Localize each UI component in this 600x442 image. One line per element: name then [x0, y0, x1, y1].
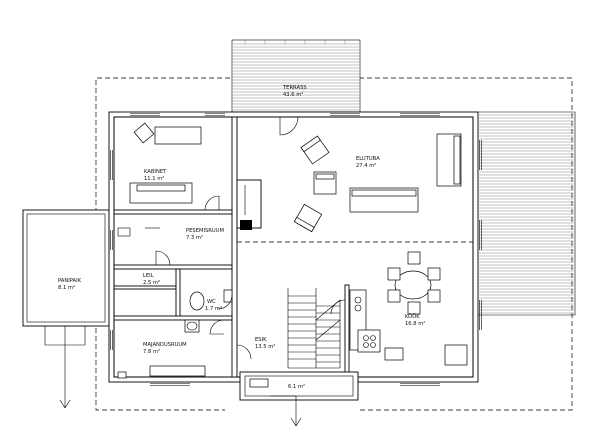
- room-labels: TERRASS 43.6 m² KABINET 11.1 m² ELUTUBA …: [58, 85, 425, 390]
- utility-fixtures: [117, 365, 206, 379]
- room-area-panipaik: 8.1 m²: [58, 285, 75, 291]
- living-furniture: [293, 133, 462, 233]
- room-name-terrass: TERRASS: [282, 85, 307, 91]
- room-name-pesemis: PESEMISRUUM: [186, 228, 224, 234]
- room-area-eluruum: 27.4 m²: [356, 163, 376, 169]
- room-name-kook: KÖÖK: [405, 313, 420, 320]
- terrace-deck: [233, 40, 574, 314]
- room-name-wc: WC: [207, 299, 216, 305]
- interior-walls: [113, 116, 473, 378]
- staircase: [287, 288, 341, 369]
- office-furniture: [129, 122, 202, 204]
- room-area-saun: 2.5 m²: [143, 280, 160, 286]
- room-name-panipaik: PANIPAIK: [58, 278, 82, 284]
- room-area-kook: 16.8 m²: [405, 321, 425, 327]
- room-name-eluruum: ELUTUBA: [356, 156, 380, 162]
- room-area-esik: 13.5 m²: [255, 344, 275, 350]
- chimney: [236, 179, 262, 230]
- room-name-esik: ESIK: [255, 337, 267, 343]
- room-area-kabinet: 11.1 m²: [144, 176, 164, 182]
- room-area-majandus: 7.8 m²: [143, 349, 160, 355]
- windows: [110, 113, 482, 386]
- kitchen-furniture: [349, 251, 468, 366]
- room-name-kabinet: KABINET: [144, 169, 167, 175]
- exterior-walls: [108, 111, 479, 383]
- room-area-wc: 1.7 m²: [205, 306, 222, 312]
- room-area-terrass: 43.6 m²: [283, 92, 303, 98]
- doors: [155, 116, 346, 360]
- room-name-majandus: MAJANDUSRUUM: [143, 342, 187, 348]
- entry-porch: [239, 371, 359, 427]
- room-area-pesemis: 7.3 m²: [186, 235, 203, 241]
- stair-step: [315, 319, 341, 341]
- shed: [22, 209, 110, 409]
- room-name-saun: LEIL: [143, 273, 154, 279]
- bath-fixtures: [117, 227, 233, 333]
- room-area-varjualune: 6.1 m²: [288, 384, 305, 390]
